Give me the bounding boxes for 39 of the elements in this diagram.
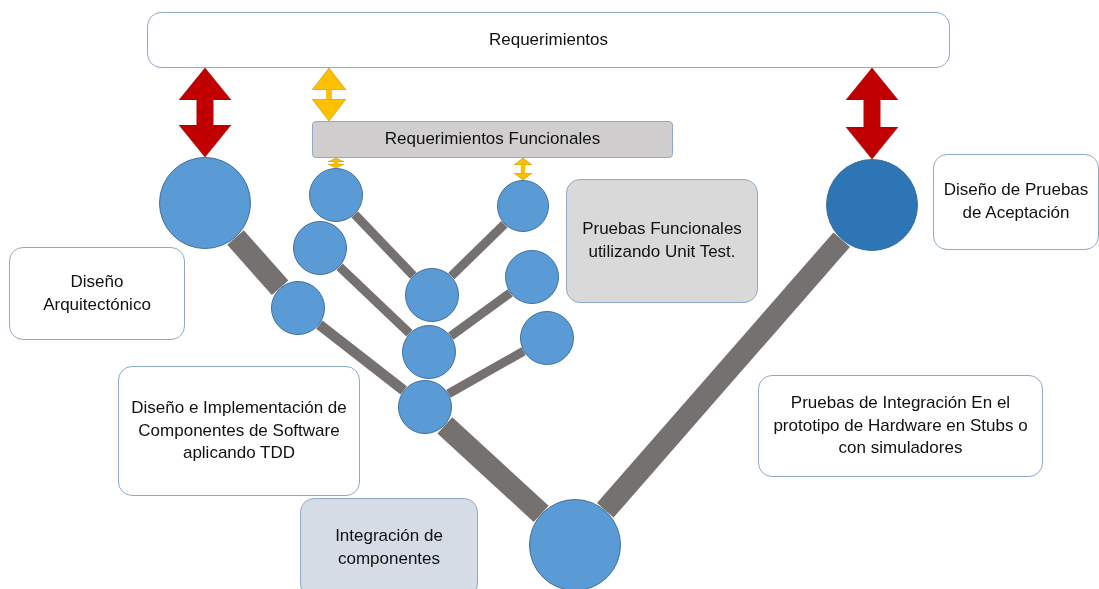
stage-box xyxy=(933,154,1099,250)
box-label: Diseño de Pruebas de Aceptación xyxy=(942,179,1090,224)
box-label: Requerimientos xyxy=(488,28,609,51)
circle-node xyxy=(309,168,363,222)
connector-line xyxy=(448,220,508,280)
double-arrow xyxy=(178,67,232,158)
double-arrow xyxy=(845,67,899,160)
box-label: Integración de componentes xyxy=(334,525,444,570)
stage-box xyxy=(9,247,185,340)
box-label: Pruebas Funcionales utilizando Unit Test. xyxy=(581,218,743,263)
connector-line xyxy=(446,347,526,398)
connector-line xyxy=(448,289,513,340)
circle-node xyxy=(402,325,456,379)
circle-node xyxy=(405,268,459,322)
stage-box xyxy=(147,12,950,68)
circle-node xyxy=(398,380,452,434)
double-arrow xyxy=(311,67,347,122)
stage-box xyxy=(566,179,758,303)
circle-node xyxy=(271,281,325,335)
circle-node xyxy=(520,311,574,365)
double-arrow xyxy=(327,157,345,169)
double-arrow xyxy=(513,157,533,181)
connector-line xyxy=(316,320,407,395)
box-label: Requerimientos Funcionales xyxy=(384,128,601,151)
connector-line xyxy=(351,211,417,279)
circle-node xyxy=(529,499,621,589)
stage-box xyxy=(312,121,673,158)
connector-line xyxy=(596,232,851,518)
circle-node xyxy=(505,250,559,304)
box-label: Pruebas de Integración En el prototipo de Hardware en Stubs o con simuladores xyxy=(772,391,1029,460)
connector-line xyxy=(336,263,413,337)
circle-node xyxy=(293,221,347,275)
connector-line xyxy=(227,230,289,296)
stage-box xyxy=(758,375,1043,477)
circle-node xyxy=(497,180,549,232)
box-label: Diseño e Implementación de Componentes de Software aplicando TDD xyxy=(130,396,348,465)
stage-box xyxy=(118,366,360,496)
box-label: Diseño Arquitectónico xyxy=(42,270,152,316)
stage-box xyxy=(300,498,478,589)
